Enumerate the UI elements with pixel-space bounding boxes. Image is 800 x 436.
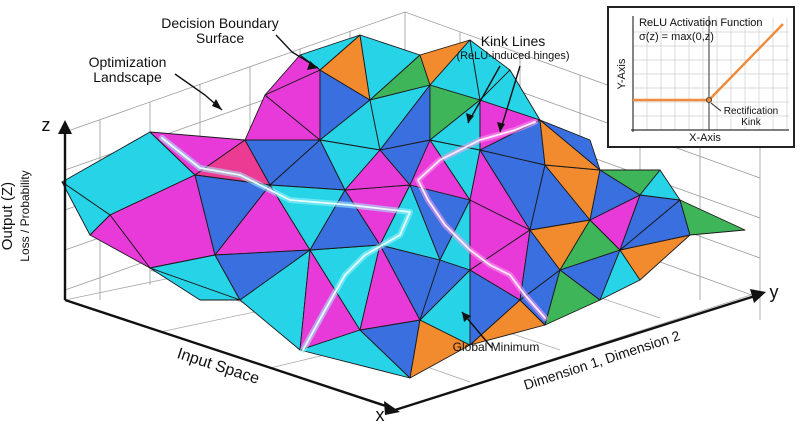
relu-inset-plot: [631, 16, 789, 132]
y-axis: [394, 294, 756, 412]
y-axis-label: y: [769, 282, 779, 302]
output-title: Output (Z): [0, 181, 16, 251]
kink-lines-label: Kink Lines (ReLU-induced hinges): [438, 33, 588, 63]
decision-boundary-line2: Surface: [195, 30, 245, 47]
callout-arrowheads: [212, 61, 505, 322]
output-label: Output (Z) Loss / Probability: [0, 136, 40, 296]
kink-lines-title: Kink Lines: [480, 33, 546, 49]
inset-formula: σ(z) = max(0,z): [639, 31, 714, 43]
optimization-landscape-label: Optimization Landscape: [70, 54, 185, 86]
relu-kink-leader: [710, 102, 722, 112]
kink-lines: [159, 119, 548, 353]
kink-leader-a: [467, 65, 501, 124]
output-subtitle: Loss / Probability: [17, 170, 32, 262]
optimization-line1: Optimization: [88, 54, 167, 70]
inset-kink-line2: Kink: [741, 117, 761, 128]
inset-grid: [633, 18, 789, 130]
z-axis-arrow: [58, 120, 72, 134]
y-axis-arrow: [750, 289, 766, 303]
kink-leader-b: [499, 65, 521, 133]
relu-kink-point: [706, 97, 713, 104]
optimization-line2: Landscape: [93, 69, 162, 86]
inset-kink-line1: Rectification: [723, 106, 779, 117]
inset-title: ReLU Activation Function: [639, 17, 763, 29]
z-axis-label: z: [41, 115, 51, 135]
decision-boundary-leader: [275, 34, 319, 69]
inset-x-axis-label: X-Axis: [689, 132, 721, 144]
x-axis-label: x: [375, 405, 385, 425]
global-minimum-label: Global Minimum: [452, 340, 540, 354]
kink-lines-subtitle: (ReLU-induced hinges): [456, 50, 570, 63]
decision-boundary-label: Decision Boundary Surface: [150, 15, 290, 47]
x-axis-arrow: [384, 401, 400, 415]
relu-inset-panel: ReLU Activation Function σ(z) = max(0,z)…: [607, 6, 795, 148]
decision-boundary-line1: Decision Boundary: [161, 15, 279, 31]
axes: [58, 120, 766, 415]
inset-kink-label: Rectification Kink: [713, 106, 789, 128]
inset-y-axis-label: Y-Axis: [615, 58, 628, 90]
x-axis: [64, 298, 393, 410]
